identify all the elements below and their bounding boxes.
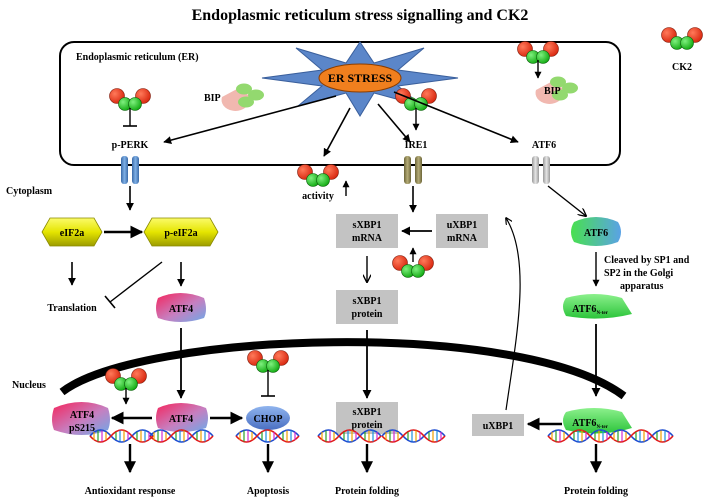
dna-icon	[609, 429, 674, 443]
outcome-protein-folding-xbp1: Protein folding	[335, 486, 399, 497]
sxbp1-protein-box: sXBP1 protein	[336, 290, 398, 324]
svg-text:ATF6N-ter: ATF6N-ter	[572, 418, 608, 430]
svg-text:p-eIF2a: p-eIF2a	[164, 228, 197, 239]
svg-text:ATF6N-ter: ATF6N-ter	[572, 304, 608, 316]
atf6-nter-nucleus-node: ATF6N-ter	[563, 408, 632, 434]
outcome-apoptosis: Apoptosis	[247, 486, 289, 497]
bip-label-right: BIP	[544, 86, 561, 97]
perk-receptor	[121, 156, 139, 184]
svg-text:protein: protein	[352, 420, 383, 431]
bip-label-left: BIP	[204, 93, 221, 104]
svg-text:ATF4: ATF4	[169, 414, 193, 425]
ck2-legend-label: CK2	[672, 62, 692, 73]
svg-text:protein: protein	[352, 309, 383, 320]
cleavage-note-3: apparatus	[620, 281, 663, 292]
nucleus-label: Nucleus	[12, 380, 46, 391]
atf6-cytoplasm-node: ATF6	[571, 217, 621, 246]
er-label: Endoplasmic reticulum (ER)	[76, 52, 199, 63]
cytoplasm-label: Cytoplasm	[6, 186, 53, 197]
ck2-legend-icon	[661, 27, 703, 50]
ck2-activity-icon	[297, 164, 339, 187]
svg-text:ATF4: ATF4	[169, 304, 193, 315]
er-stress-burst: ER STRESS	[261, 41, 459, 117]
translation-label: Translation	[47, 303, 97, 314]
svg-text:eIF2a: eIF2a	[60, 228, 84, 239]
p-eif2a-node: p-eIF2a	[143, 217, 219, 247]
nuclear-membrane	[59, 338, 627, 400]
er-stress-label: ER STRESS	[328, 71, 393, 85]
atf4-ps215-node: ATF4 pS215	[52, 402, 110, 435]
svg-text:CHOP: CHOP	[254, 414, 283, 425]
ire1-label: IRE1	[405, 140, 428, 151]
ire1-receptor	[404, 156, 422, 184]
atf6-receptor	[532, 156, 550, 184]
svg-text:ATF6: ATF6	[584, 228, 608, 239]
svg-text:sXBP1: sXBP1	[353, 296, 382, 307]
ck2-chop-icon	[247, 350, 289, 373]
activity-label: activity	[302, 191, 334, 202]
svg-text:mRNA: mRNA	[352, 233, 383, 244]
cleavage-note-1: Cleaved by SP1 and	[604, 255, 690, 266]
dna-icon	[235, 429, 300, 443]
sxbp1-nucleus-box: sXBP1 protein	[336, 402, 398, 434]
atf4-cytoplasm-node: ATF4	[156, 293, 206, 322]
outcome-antioxidant: Antioxidant response	[85, 486, 176, 497]
outcome-protein-folding-atf6: Protein folding	[564, 486, 628, 497]
svg-text:ATF4: ATF4	[70, 410, 94, 421]
svg-text:uXBP1: uXBP1	[483, 421, 514, 432]
atf6-nter-cytoplasm-node: ATF6N-ter	[563, 294, 632, 319]
svg-text:mRNA: mRNA	[447, 233, 478, 244]
sxbp1-mrna-box: sXBP1 mRNA	[336, 214, 398, 248]
svg-text:pS215: pS215	[69, 423, 95, 434]
diagram-title: Endoplasmic reticulum stress signalling …	[192, 7, 529, 24]
bip-complex-left	[221, 83, 264, 111]
cleavage-note-2: SP2 in the Golgi	[604, 268, 673, 279]
svg-text:sXBP1: sXBP1	[353, 220, 382, 231]
perk-label: p-PERK	[112, 140, 149, 151]
uxbp1-mrna-box: uXBP1 mRNA	[436, 214, 488, 248]
er-membrane	[59, 41, 621, 166]
ck2-atf4-icon	[105, 368, 147, 391]
uxbp1-nucleus-box: uXBP1	[472, 414, 524, 436]
chop-node: CHOP	[246, 406, 290, 430]
svg-text:uXBP1: uXBP1	[447, 220, 478, 231]
atf4-nucleus-node: ATF4	[156, 403, 208, 432]
ck2-perk-icon	[109, 88, 151, 111]
svg-text:sXBP1: sXBP1	[353, 407, 382, 418]
atf6-receptor-label: ATF6	[532, 140, 556, 151]
eif2a-node: eIF2a	[41, 217, 103, 247]
